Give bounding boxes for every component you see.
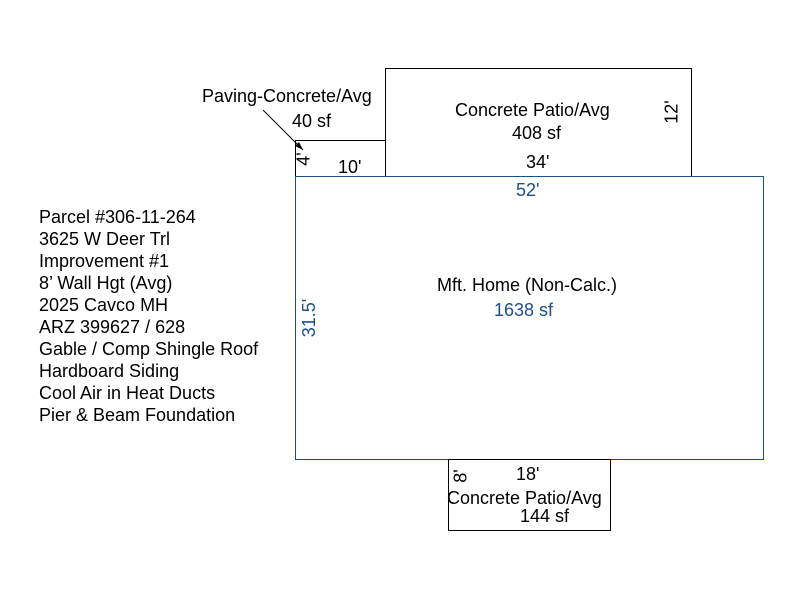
info-line: Parcel #306-11-264	[39, 207, 196, 227]
paving-area: 40 sf	[292, 111, 332, 131]
info-line: Gable / Comp Shingle Roof	[39, 339, 259, 359]
info-line: 3625 W Deer Trl	[39, 229, 171, 249]
info-line: Improvement #1	[39, 251, 170, 271]
patio-top-area: 408 sf	[512, 123, 562, 143]
paving-outline	[295, 140, 386, 177]
patio-bottom-outline	[448, 459, 611, 531]
info-line: Hardboard Siding	[39, 361, 180, 381]
patio-bottom-width-dim: 18'	[516, 464, 540, 484]
info-line: 8’ Wall Hgt (Avg)	[39, 273, 173, 293]
patio-bottom-depth-dim: 8'	[450, 469, 471, 483]
patio-top-name: Concrete Patio/Avg	[455, 100, 610, 120]
home-area: 1638 sf	[494, 300, 554, 320]
home-width-dim: 52'	[516, 180, 540, 200]
home-depth-dim: 31.5'	[299, 298, 320, 338]
home-name: Mft. Home (Non-Calc.)	[437, 275, 618, 295]
paving-name: Paving-Concrete/Avg	[202, 86, 372, 106]
patio-bottom-area: 144 sf	[520, 506, 570, 526]
info-line: Cool Air in Heat Ducts	[39, 383, 216, 403]
patio-bottom-name: Concrete Patio/Avg	[447, 488, 602, 508]
info-line: 2025 Cavco MH	[39, 295, 169, 315]
patio-top-width-dim: 34'	[526, 152, 550, 172]
patio-top-depth-dim: 12'	[661, 100, 682, 124]
parcel-info: Parcel #306-11-264 3625 W Deer Trl Impro…	[39, 206, 258, 426]
info-line: Pier & Beam Foundation	[39, 405, 236, 425]
paving-width-dim: 10'	[338, 157, 362, 177]
info-line: ARZ 399627 / 628	[39, 317, 186, 337]
paving-depth-dim: 4'	[293, 152, 314, 166]
patio-top-outline	[385, 68, 692, 177]
